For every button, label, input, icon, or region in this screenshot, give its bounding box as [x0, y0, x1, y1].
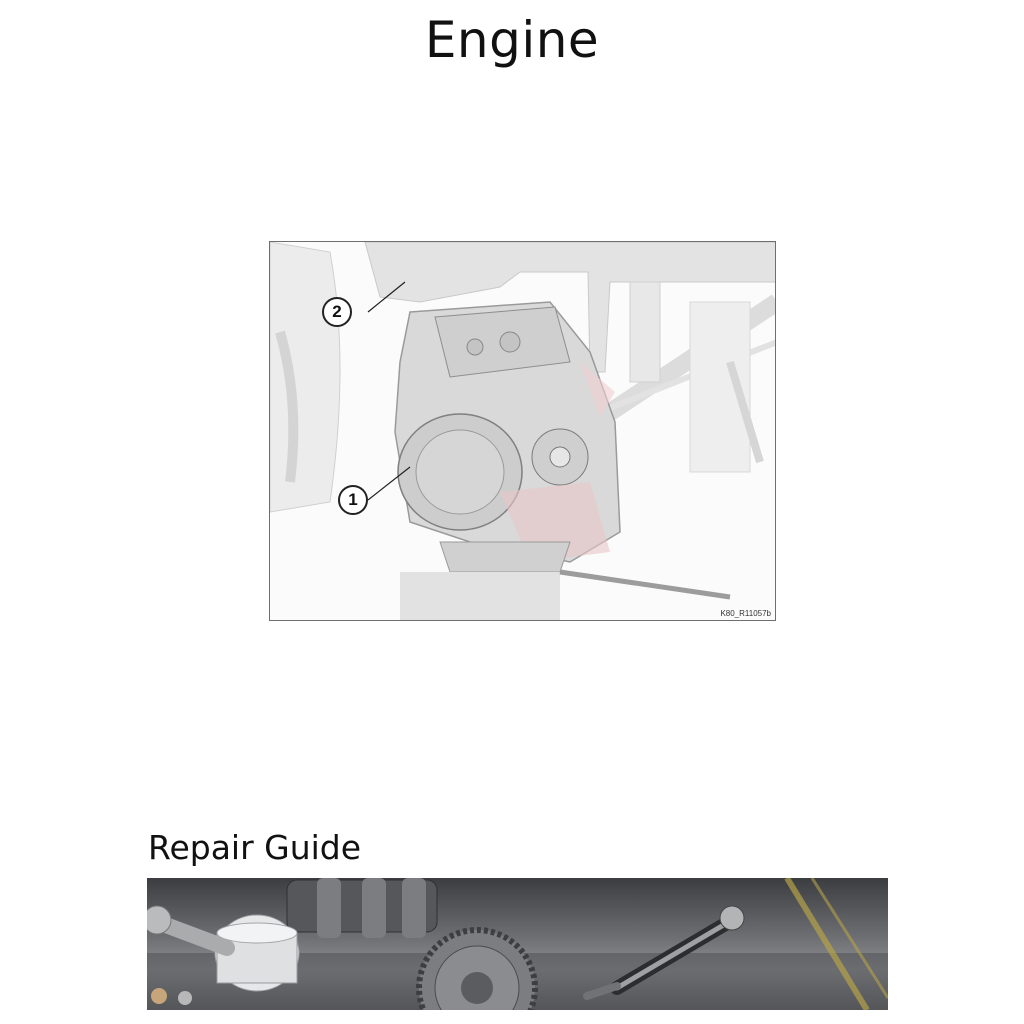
section-heading: Repair Guide — [148, 828, 362, 867]
callout-1: 1 — [338, 485, 368, 515]
page-title: Engine — [424, 11, 600, 69]
engine-illustration: 1 2 K80_R11057b — [269, 241, 776, 621]
repair-guide-banner — [147, 878, 888, 1010]
tools-illustration — [147, 878, 888, 1010]
callout-2: 2 — [322, 297, 352, 327]
figure-code: K80_R11057b — [720, 609, 771, 618]
engine-drawing — [270, 242, 775, 620]
